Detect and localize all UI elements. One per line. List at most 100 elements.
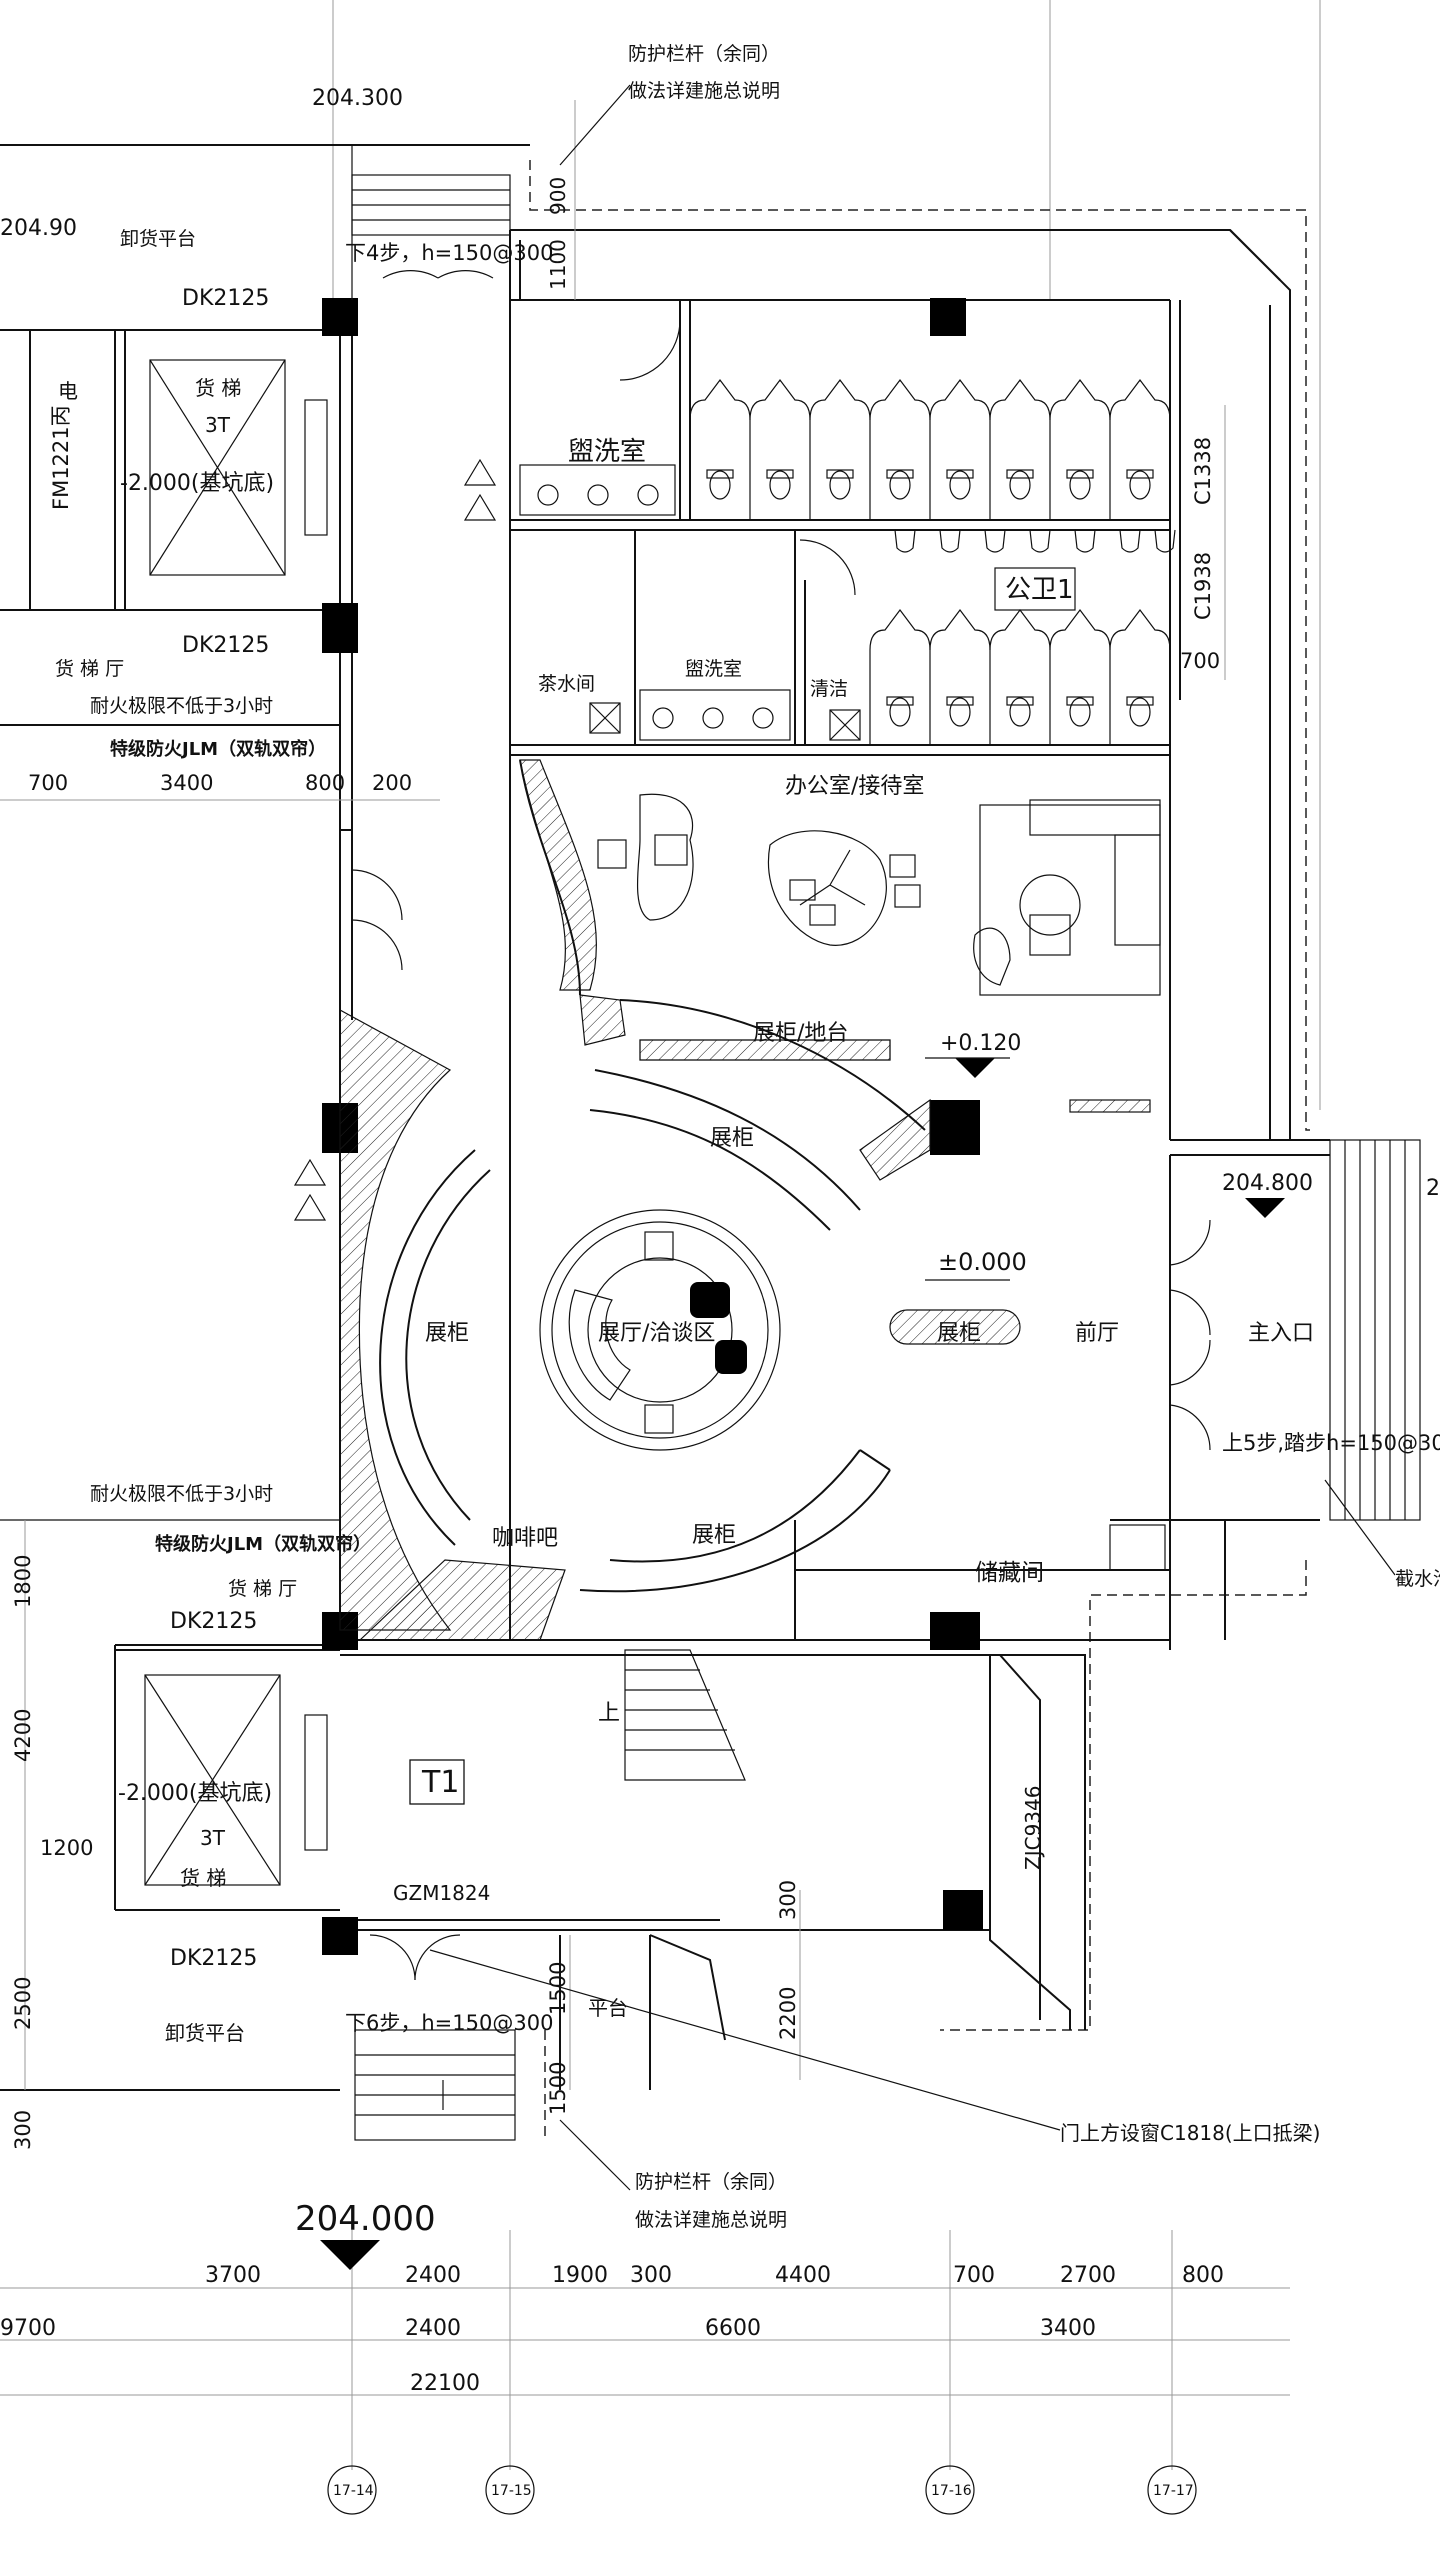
- room-display-3: 展柜: [692, 1523, 736, 1548]
- room-display-platform: 展柜/地台: [753, 1021, 848, 1046]
- room-storage: 储藏间: [975, 1560, 1044, 1586]
- toilet-stall: [1109, 379, 1171, 520]
- room-electric: 电: [58, 379, 78, 403]
- note-steps-top: 下4步，h=150@300: [345, 241, 553, 265]
- code-dk-3: DK2125: [170, 1609, 257, 1634]
- outer-dashed-outline: [0, 144, 1310, 2140]
- room-elevator-bottom-cap: 3T: [200, 1826, 226, 1850]
- dim-700-right: 700: [1180, 649, 1220, 673]
- dim-700: 700: [28, 771, 68, 795]
- code-dk-2: DK2125: [182, 633, 269, 658]
- urinal: [984, 529, 1006, 553]
- dimension-label: 2400: [405, 2263, 461, 2288]
- elev-ground: 204.000: [295, 2199, 436, 2239]
- elev-left-cut: 204.90: [0, 216, 77, 241]
- dim-900: 900: [546, 177, 570, 215]
- room-lobby: 前厅: [1075, 1321, 1119, 1346]
- note-stair-up: 上: [598, 1701, 620, 1726]
- dim-total: 22100: [410, 2371, 480, 2396]
- urinal: [1074, 529, 1096, 553]
- room-elevator-bottom: 货 梯: [180, 1866, 226, 1890]
- dim-800-left: 800: [305, 771, 345, 795]
- leader-lines: [429, 84, 1396, 2191]
- code-gzm: GZM1824: [393, 1881, 490, 1905]
- room-hall: 展厅/洽谈区: [598, 1321, 715, 1346]
- dimension-label: 3700: [205, 2263, 261, 2288]
- room-display-2: 展柜: [425, 1321, 469, 1346]
- dim-2200: 2200: [776, 1987, 800, 2040]
- axis-lines: [332, 0, 1321, 2470]
- room-pit-bottom: -2.000(基坑底): [118, 1781, 272, 1806]
- room-washroom-1: 盥洗室: [568, 437, 646, 467]
- doors: [351, 270, 1211, 1981]
- toilet-stall: [809, 379, 871, 520]
- round-lounge: [539, 1209, 781, 1451]
- axis-bubbles: [327, 2465, 1197, 2515]
- dim-3400-left: 3400: [160, 771, 213, 795]
- room-elevator-top: 货 梯: [195, 376, 241, 400]
- room-public-wc: 公卫1: [1005, 575, 1074, 605]
- elev-office: +0.120: [940, 1031, 1021, 1056]
- urinal: [1029, 529, 1051, 553]
- room-display-1: 展柜: [710, 1126, 754, 1151]
- room-cleaning: 清洁: [810, 678, 848, 700]
- stairs: [351, 144, 1421, 2141]
- dimension-label: 2400: [405, 2316, 461, 2341]
- note-railing-bottom-2: 做法详建施总说明: [635, 2209, 787, 2231]
- elev-right-cut: 2: [1426, 1176, 1440, 1201]
- code-dk-4: DK2125: [170, 1946, 257, 1971]
- toilet-stall: [989, 609, 1051, 745]
- urinal: [939, 529, 961, 553]
- room-main-entrance: 主入口: [1248, 1321, 1314, 1346]
- marker-triangles: [293, 458, 497, 1221]
- dim-2500: 2500: [11, 1977, 35, 2030]
- code-c1938: C1938: [1191, 552, 1215, 620]
- dim-200: 200: [372, 771, 412, 795]
- code-zjc: ZJC9346: [1021, 1786, 1045, 1870]
- room-elevator-hall-bottom: 货 梯 厅: [228, 1578, 297, 1600]
- note-fire-bottom-shutter: 特级防火JLM（双轨双帘）: [155, 1533, 371, 1555]
- axis-label-3: 17-16: [931, 2483, 972, 2499]
- elevation-markers: [320, 1057, 1285, 2270]
- note-window: 门上方设窗C1818(上口抵梁): [1060, 2121, 1320, 2145]
- dim-300-left: 300: [11, 2110, 35, 2150]
- toilet-stall: [1049, 609, 1111, 745]
- urinal: [894, 529, 916, 553]
- dimension-label: 700: [953, 2263, 995, 2288]
- room-display-4: 展柜: [937, 1321, 981, 1346]
- public-wc-frame: [994, 567, 1076, 611]
- room-unload-bottom: 卸货平台: [165, 2021, 245, 2045]
- note-fire-top-shutter: 特级防火JLM（双轨双帘）: [110, 738, 326, 760]
- note-fire-bottom: 耐火极限不低于3小时: [90, 1483, 273, 1505]
- room-office: 办公室/接待室: [785, 774, 924, 799]
- sanitary-fixtures: [519, 379, 1176, 745]
- dimension-label: 9700: [0, 2316, 56, 2341]
- note-railing-bottom-1: 防护栏杆（余同）: [635, 2171, 787, 2193]
- note-drain: 截水沟: [1395, 1568, 1440, 1590]
- elev-entrance: 204.800: [1222, 1171, 1313, 1196]
- columns: [322, 298, 983, 1955]
- toilet-stall: [869, 379, 931, 520]
- room-coffee-bar: 咖啡吧: [492, 1526, 558, 1551]
- code-fm: FM1221丙: [49, 405, 73, 510]
- toilet-stall: [929, 609, 991, 745]
- axis-label-2: 17-15: [491, 2483, 532, 2499]
- elev-hall: ±0.000: [938, 1248, 1027, 1276]
- note-fire-top: 耐火极限不低于3小时: [90, 695, 273, 717]
- toilet-stall: [689, 379, 751, 520]
- room-stair-tag: T1: [421, 1765, 459, 1800]
- note-railing-top-1: 防护栏杆（余同）: [628, 43, 780, 65]
- dim-1100: 1100: [546, 239, 570, 290]
- dimension-label: 800: [1182, 2263, 1224, 2288]
- dimension-label: 2700: [1060, 2263, 1116, 2288]
- dim-300-mid: 300: [776, 1880, 800, 1920]
- toilet-stall: [749, 379, 811, 520]
- urinal: [1154, 529, 1176, 553]
- urinal: [1119, 529, 1141, 553]
- note-steps-bottom: 下6步，h=150@300: [345, 2011, 553, 2035]
- walls: [0, 144, 1330, 2091]
- toilet-stall: [989, 379, 1051, 520]
- dimension-label: 1900: [552, 2263, 608, 2288]
